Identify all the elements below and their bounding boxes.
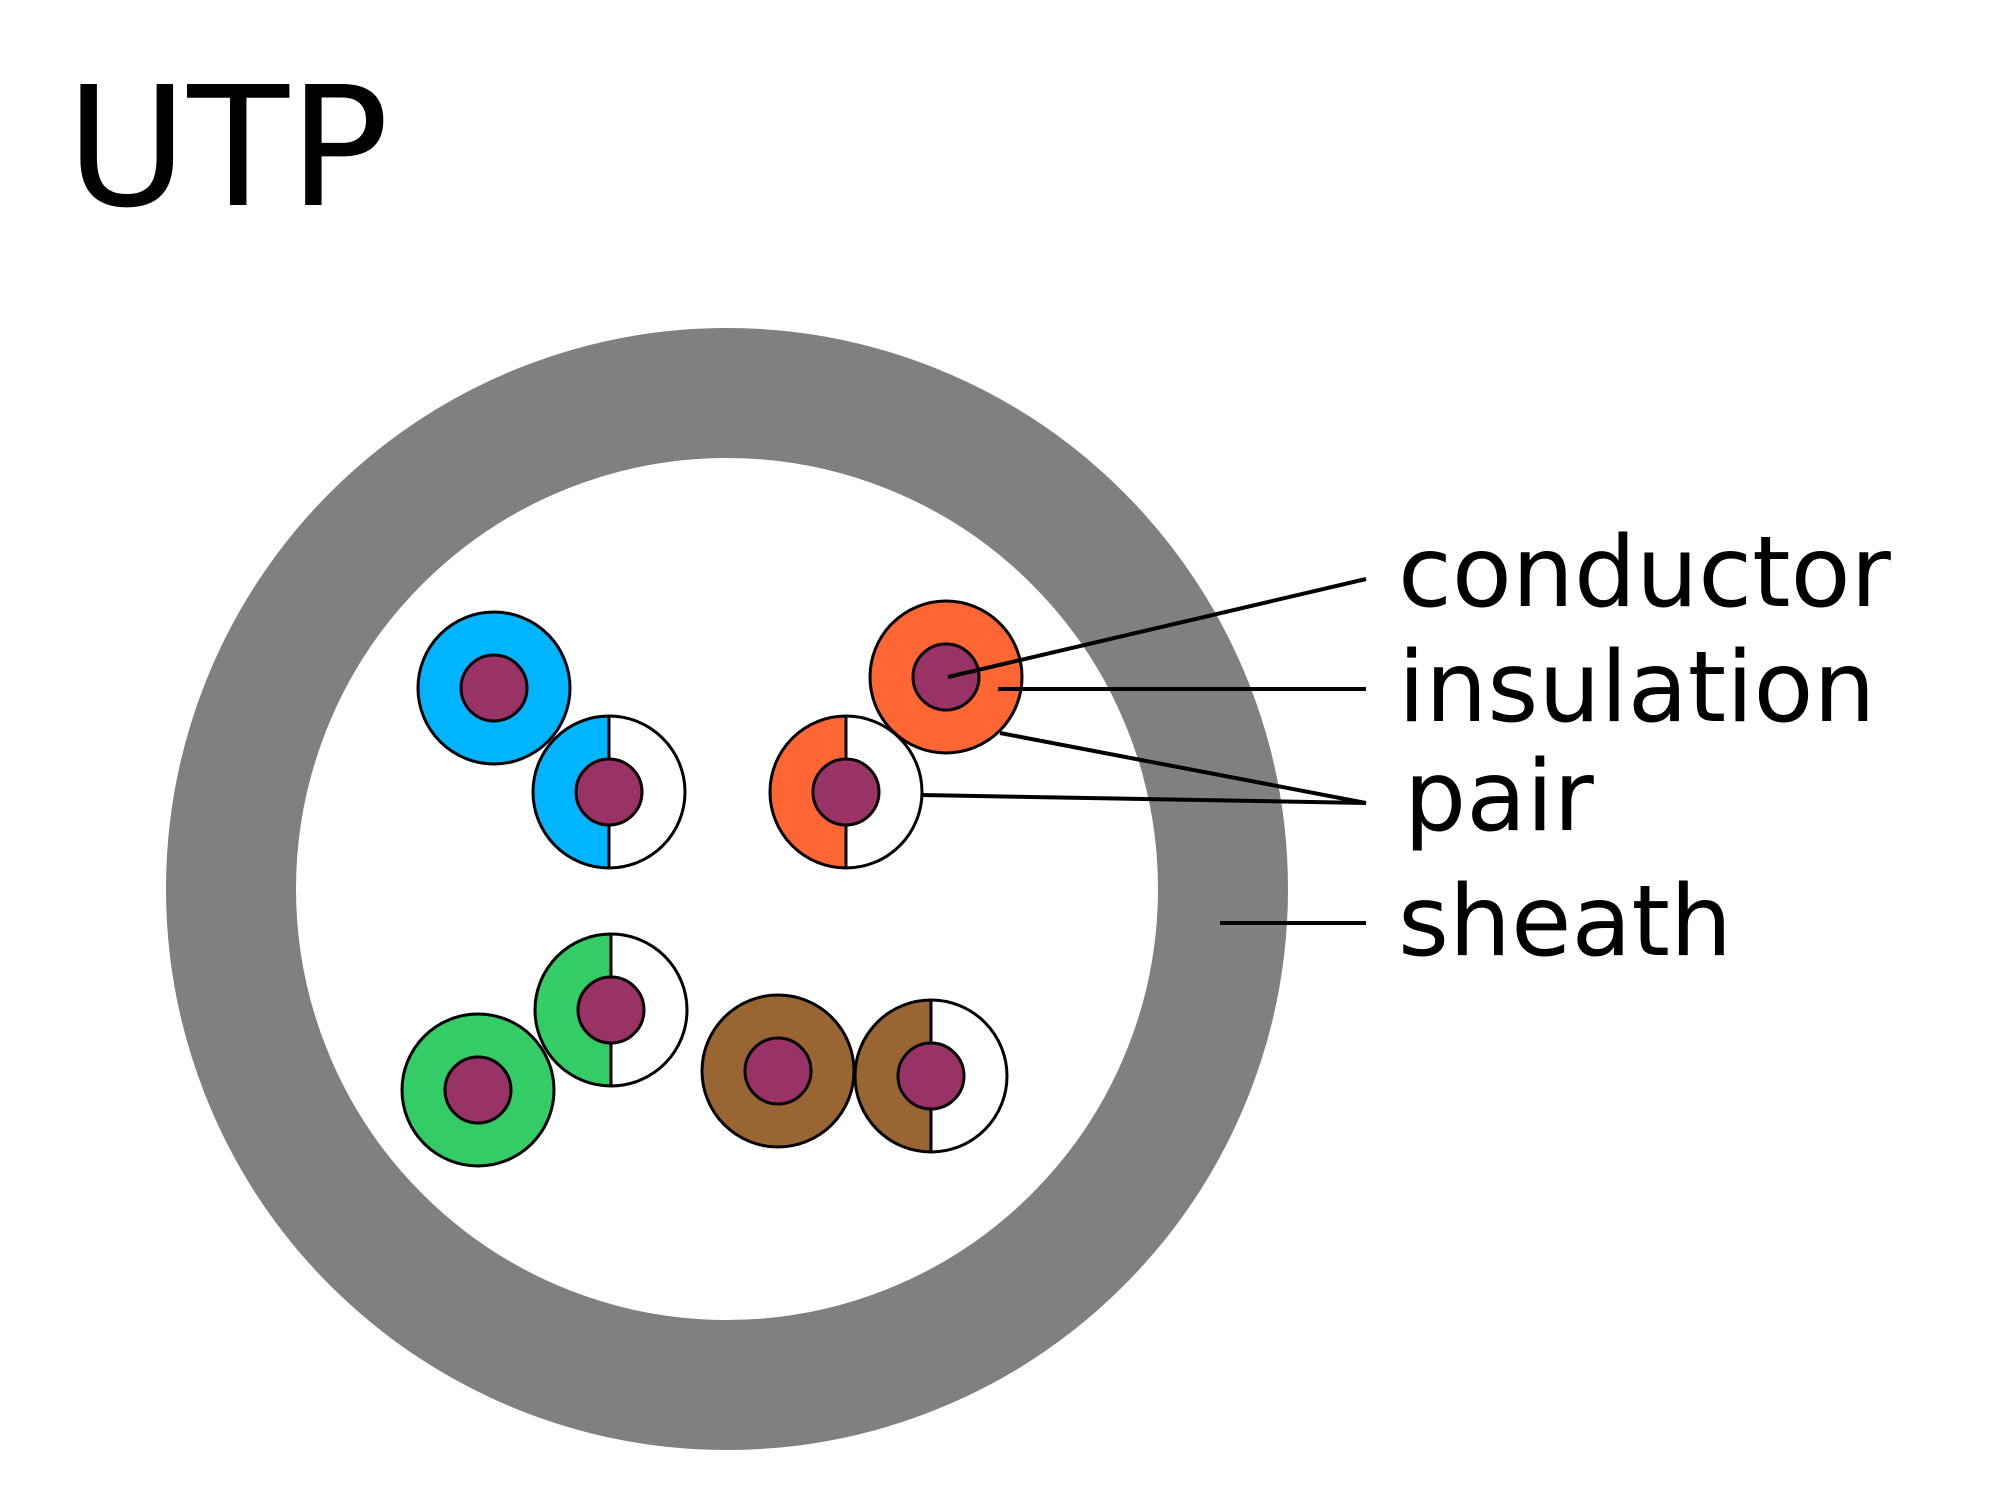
- green-white-wire-conductor: [576, 975, 646, 1045]
- green-white-wire-stripe: [535, 934, 611, 1086]
- conductor-leader: [947, 577, 1367, 679]
- orange-wire-conductor: [911, 642, 981, 712]
- brown-white-wire-outline: [853, 998, 1009, 1154]
- blue-white-wire-stripe: [533, 716, 609, 868]
- blue-pair: [416, 610, 687, 870]
- orange-pair: [768, 599, 1024, 870]
- orange-white-wire-conductor: [811, 757, 881, 827]
- orange-white-wire-stripe: [770, 716, 846, 868]
- sheath-ring: [166, 328, 1288, 1450]
- label-pair: pair: [1404, 740, 1594, 854]
- pair-leader-upper: [999, 731, 1367, 805]
- blue-white-wire-conductor: [574, 757, 644, 827]
- green-white-wire-outline: [533, 932, 689, 1088]
- label-sheath: sheath: [1398, 865, 1732, 979]
- label-conductor: conductor: [1398, 516, 1892, 630]
- labels: conductor insulation pair sheath: [1398, 516, 1892, 979]
- label-insulation: insulation: [1398, 631, 1876, 745]
- brown-pair: [700, 993, 1009, 1154]
- brown-white-wire-conductor: [896, 1041, 966, 1111]
- brown-white-wire-stripe: [855, 1000, 931, 1152]
- diagram-title: UTP: [66, 52, 389, 245]
- green-pair: [400, 932, 689, 1168]
- brown-wire-conductor: [743, 1036, 813, 1106]
- blue-wire-conductor: [459, 653, 529, 723]
- blue-white-wire-outline: [531, 714, 687, 870]
- green-wire-conductor: [443, 1055, 513, 1125]
- leader-lines: [921, 577, 1367, 925]
- orange-white-wire-outline: [768, 714, 924, 870]
- wire-pairs: [400, 599, 1024, 1168]
- pair-leader-lower: [921, 793, 1367, 805]
- cable-sheath: [166, 328, 1288, 1450]
